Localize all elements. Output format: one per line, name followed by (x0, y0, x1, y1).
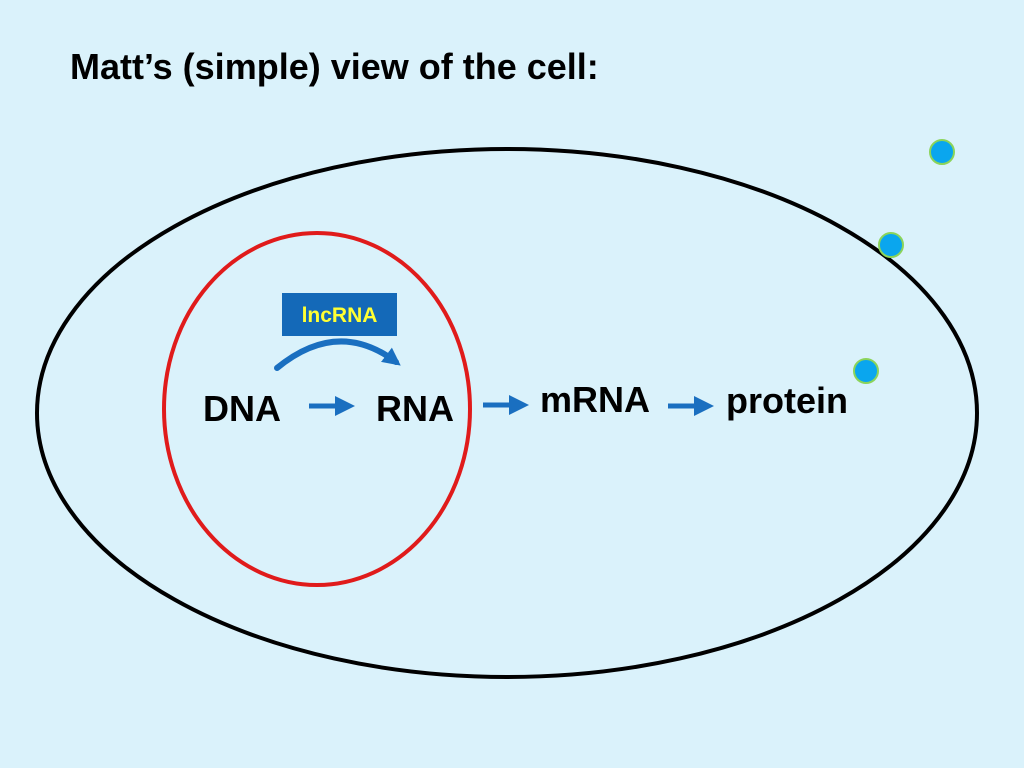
mrna-label: mRNA (540, 379, 650, 420)
dot-inside (853, 358, 879, 384)
lncrna-curved-arrow (274, 338, 401, 371)
lncrna-badge-label: lncRNA (302, 304, 378, 327)
lncrna-badge-box (282, 293, 397, 336)
lncrna-badge: lncRNA (282, 293, 397, 336)
dot-outside-top (929, 139, 955, 165)
dna-label: DNA (203, 388, 281, 429)
rna-label: RNA (376, 388, 454, 429)
dot-on-membrane (878, 232, 904, 258)
cell-membrane (35, 147, 979, 679)
protein-label: protein (726, 380, 848, 421)
slide-title: Matt’s (simple) view of the cell: (70, 46, 599, 87)
nucleus (162, 231, 472, 587)
